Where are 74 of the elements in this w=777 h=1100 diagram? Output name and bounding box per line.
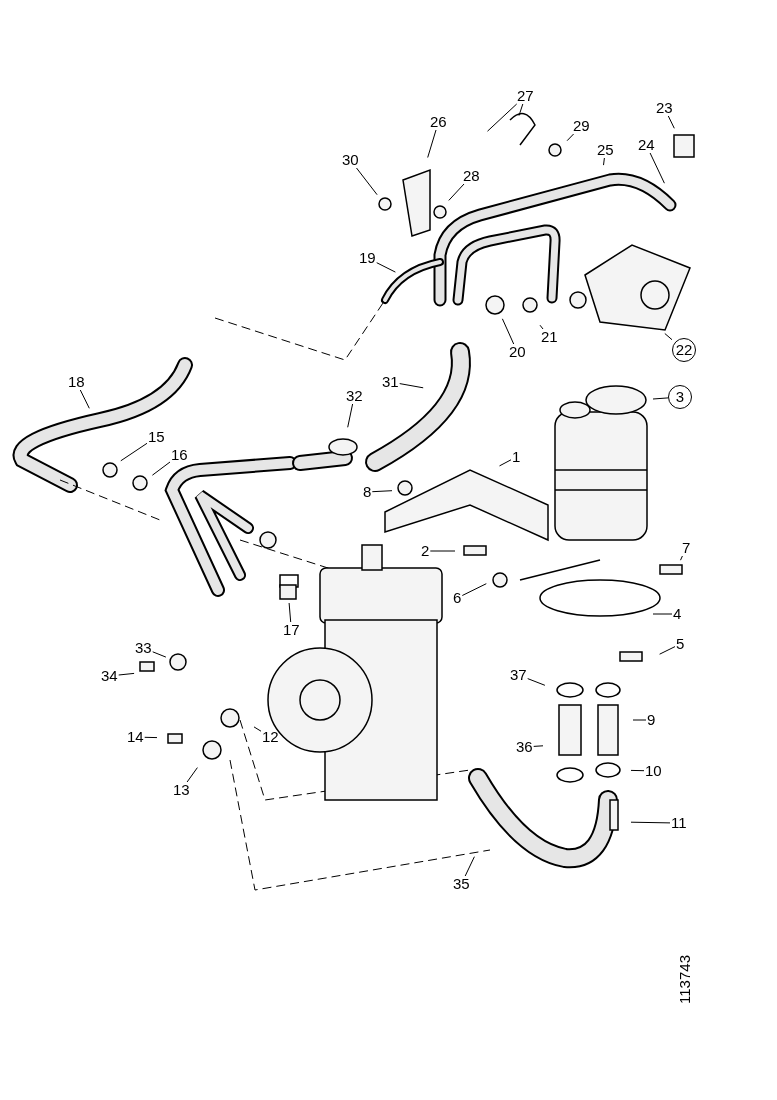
leader-line xyxy=(376,262,396,273)
leader-line xyxy=(79,389,90,409)
leader-line xyxy=(144,736,158,739)
leader-line xyxy=(253,726,262,732)
leader-line xyxy=(649,152,665,184)
leader-line xyxy=(448,183,465,201)
callout-number: 8 xyxy=(362,484,373,500)
leader-line xyxy=(630,769,645,772)
leader-line xyxy=(356,167,378,196)
callout-number: 1 xyxy=(511,449,522,465)
callout-number: 11 xyxy=(670,815,688,831)
leader-line xyxy=(652,613,673,615)
callout-number: 4 xyxy=(672,606,683,622)
leader-line xyxy=(630,821,671,824)
leader-line xyxy=(288,602,292,623)
callout-number: 37 xyxy=(509,667,528,683)
drawing-number: 113743 xyxy=(676,955,693,1004)
leader-line xyxy=(518,103,524,117)
callout-number: 5 xyxy=(675,636,686,652)
leader-line xyxy=(487,103,518,132)
callout-number: 16 xyxy=(170,447,189,463)
leader-line xyxy=(427,129,437,158)
leader-line xyxy=(186,767,198,783)
callout-number: 7 xyxy=(681,540,692,556)
leader-line xyxy=(632,719,647,721)
leader-line xyxy=(399,383,424,389)
callout-number: 10 xyxy=(644,763,663,779)
callout-number: 34 xyxy=(100,668,119,684)
callout-number: 33 xyxy=(134,640,153,656)
callout-number: 31 xyxy=(381,374,400,390)
callout-number: 29 xyxy=(572,118,591,134)
callout-number: 9 xyxy=(646,712,657,728)
callout-number: 15 xyxy=(147,429,166,445)
callout-number: 6 xyxy=(452,590,463,606)
callout-number: 20 xyxy=(508,344,527,360)
callout-number: 25 xyxy=(596,142,615,158)
leader-line xyxy=(652,397,669,400)
callout-number: 24 xyxy=(637,137,656,153)
callout-number: 13 xyxy=(172,782,191,798)
leader-line xyxy=(659,646,676,655)
callout-number: 2 xyxy=(420,543,431,559)
callout-number: 18 xyxy=(67,374,86,390)
callout-number: 28 xyxy=(462,168,481,184)
leader-line xyxy=(566,133,575,142)
callout-number: 35 xyxy=(452,876,471,892)
leader-line xyxy=(603,157,605,166)
callout-number: 36 xyxy=(515,739,534,755)
leader-line xyxy=(527,678,546,686)
leader-line xyxy=(151,461,171,476)
leader-line xyxy=(667,115,675,129)
leader-line xyxy=(371,490,393,493)
leader-line xyxy=(347,403,354,428)
callout-number: 17 xyxy=(282,622,301,638)
leader-line xyxy=(680,555,683,561)
callout-number: 14 xyxy=(126,729,145,745)
callout-number: 12 xyxy=(261,729,280,745)
leader-line xyxy=(118,672,135,676)
leader-line xyxy=(539,324,544,330)
leader-line xyxy=(664,333,673,341)
callout-number: 19 xyxy=(358,250,377,266)
callout-number: 30 xyxy=(341,152,360,168)
leader-line xyxy=(464,856,475,877)
callout-number: 32 xyxy=(345,388,364,404)
leader-line xyxy=(499,459,512,467)
callout-number: 27 xyxy=(516,88,535,104)
leader-line xyxy=(461,583,487,596)
leader-line xyxy=(533,745,544,747)
leader-line xyxy=(120,442,148,462)
callout-number: 21 xyxy=(540,329,559,345)
leader-line xyxy=(429,550,456,552)
leader-line xyxy=(152,651,167,658)
leader-line xyxy=(501,318,515,345)
callout-number: 23 xyxy=(655,100,674,116)
callout-number: 26 xyxy=(429,114,448,130)
